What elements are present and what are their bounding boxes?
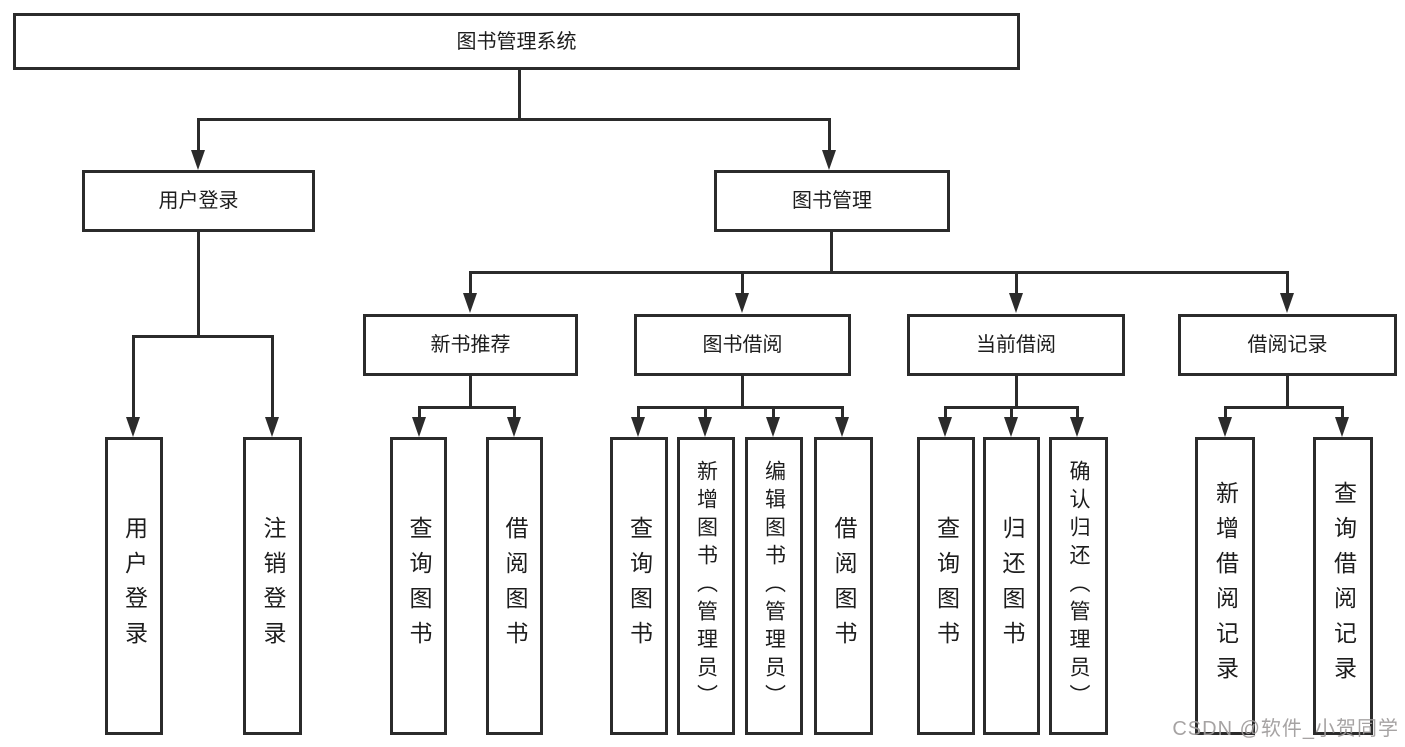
arrowhead-down-icon bbox=[191, 150, 205, 170]
leaf-user-login: 用户登录 bbox=[105, 437, 163, 735]
leaf-borrow-books: 借阅图书 bbox=[814, 437, 873, 735]
arrowhead-down-icon bbox=[822, 150, 836, 170]
arrowhead-down-icon bbox=[938, 417, 952, 437]
csdn-watermark: CSDN @软件_小贺同学 bbox=[1172, 718, 1399, 740]
arrowhead-down-icon bbox=[1070, 417, 1084, 437]
connector-line bbox=[944, 406, 947, 417]
leaf-query-books-current: 查询图书 bbox=[917, 437, 975, 735]
leaf-logout: 注销登录 bbox=[243, 437, 302, 735]
connector-line bbox=[637, 406, 640, 417]
arrowhead-down-icon bbox=[1009, 293, 1023, 313]
arrowhead-down-icon bbox=[412, 417, 426, 437]
connector-line bbox=[518, 70, 521, 118]
arrowhead-down-icon bbox=[1004, 417, 1018, 437]
connector-line bbox=[1015, 271, 1018, 293]
connector-line bbox=[841, 406, 844, 417]
node-library-management-system: 图书管理系统 bbox=[13, 13, 1020, 70]
node-borrow-records: 借阅记录 bbox=[1178, 314, 1397, 376]
arrowhead-down-icon bbox=[1218, 417, 1232, 437]
node-book-borrow: 图书借阅 bbox=[634, 314, 851, 376]
leaf-confirm-return-admin: 确认归还（管理员） bbox=[1049, 437, 1108, 735]
connector-line bbox=[1076, 406, 1079, 417]
connector-line bbox=[772, 406, 775, 417]
arrowhead-down-icon bbox=[698, 417, 712, 437]
arrowhead-down-icon bbox=[835, 417, 849, 437]
leaf-edit-books-admin: 编辑图书（管理员） bbox=[745, 437, 803, 735]
connector-line bbox=[704, 406, 707, 417]
arrowhead-down-icon bbox=[735, 293, 749, 313]
arrowhead-down-icon bbox=[766, 417, 780, 437]
leaf-query-borrow-record: 查询借阅记录 bbox=[1313, 437, 1373, 735]
connector-line bbox=[1286, 376, 1289, 406]
connector-line bbox=[1224, 406, 1227, 417]
connector-line bbox=[197, 118, 200, 151]
arrowhead-down-icon bbox=[631, 417, 645, 437]
connector-line bbox=[132, 335, 273, 338]
connector-line bbox=[741, 271, 744, 293]
connector-line bbox=[741, 376, 744, 406]
node-new-book-recommend: 新书推荐 bbox=[363, 314, 578, 376]
leaf-query-books-borrow: 查询图书 bbox=[610, 437, 668, 735]
connector-line bbox=[1224, 406, 1344, 409]
leaf-borrow-books-recommend: 借阅图书 bbox=[486, 437, 543, 735]
node-book-management: 图书管理 bbox=[714, 170, 950, 232]
arrowhead-down-icon bbox=[126, 417, 140, 437]
arrowhead-down-icon bbox=[1280, 293, 1294, 313]
connector-line bbox=[418, 406, 515, 409]
connector-line bbox=[1015, 376, 1018, 406]
node-user-login: 用户登录 bbox=[82, 170, 315, 232]
arrowhead-down-icon bbox=[1335, 417, 1349, 437]
connector-line bbox=[271, 335, 274, 417]
leaf-add-borrow-record: 新增借阅记录 bbox=[1195, 437, 1255, 735]
arrowhead-down-icon bbox=[463, 293, 477, 313]
connector-line bbox=[197, 118, 831, 121]
connector-line bbox=[469, 271, 472, 293]
connector-line bbox=[1010, 406, 1013, 417]
connector-line bbox=[828, 118, 831, 151]
leaf-query-books-recommend: 查询图书 bbox=[390, 437, 447, 735]
connector-line bbox=[637, 406, 844, 409]
leaf-add-books-admin: 新增图书（管理员） bbox=[677, 437, 735, 735]
connector-line bbox=[197, 232, 200, 335]
arrowhead-down-icon bbox=[265, 417, 279, 437]
node-current-borrow: 当前借阅 bbox=[907, 314, 1125, 376]
connector-line bbox=[469, 271, 1289, 274]
connector-line bbox=[513, 406, 516, 417]
connector-line bbox=[1341, 406, 1344, 417]
arrowhead-down-icon bbox=[507, 417, 521, 437]
connector-line bbox=[132, 335, 135, 417]
leaf-return-books: 归还图书 bbox=[983, 437, 1040, 735]
connector-line bbox=[418, 406, 421, 417]
connector-line bbox=[830, 232, 833, 271]
connector-line bbox=[469, 376, 472, 406]
connector-line bbox=[1286, 271, 1289, 293]
